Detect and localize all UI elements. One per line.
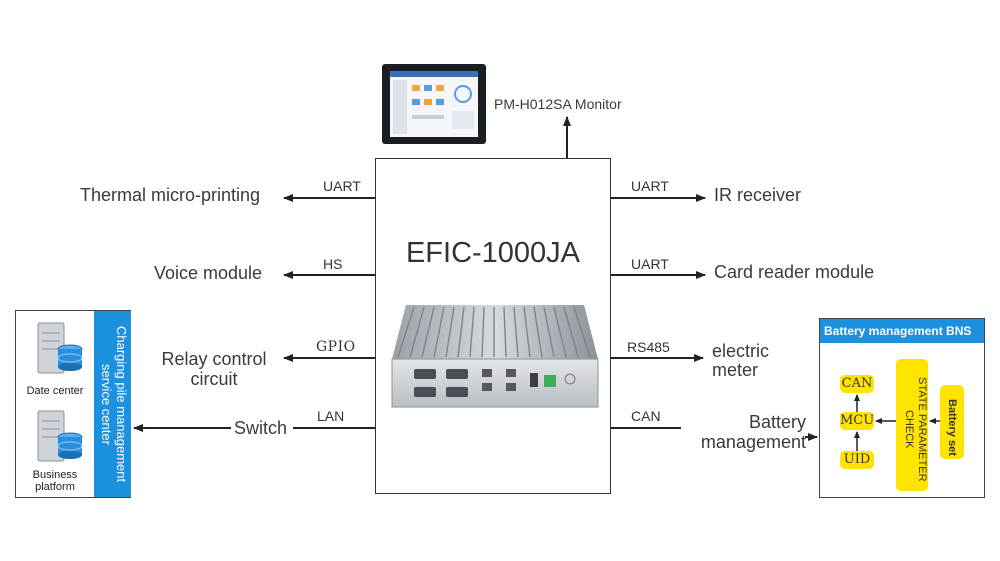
- battery-panel: Battery management BNS CAN MCU UID STATE…: [819, 318, 985, 498]
- right-protocol-4: CAN: [631, 408, 661, 424]
- server-icon-2: [36, 409, 84, 467]
- left-label-3: Relay control circuit: [161, 349, 267, 389]
- battery-panel-title-bar: Battery management BNS: [820, 319, 984, 343]
- service-center-title-bar: Charging pile management service center: [94, 311, 131, 497]
- right-label-4: Battery management: [700, 412, 806, 452]
- left-protocol-3: GPIO: [316, 339, 356, 355]
- server-icon-1: [36, 321, 84, 379]
- central-unit-box: EFIC-1000JA: [375, 158, 611, 494]
- right-label-1: IR receiver: [714, 185, 802, 205]
- right-label-3: electric meter: [712, 341, 770, 380]
- left-label-1: Thermal micro-printing: [80, 185, 261, 205]
- monitor-image: [382, 64, 486, 144]
- service-item-1: Date center: [26, 385, 84, 397]
- central-unit-title: EFIC-1000JA: [405, 237, 581, 269]
- right-protocol-3: RS485: [627, 339, 670, 355]
- left-label-2: Voice module: [154, 263, 263, 283]
- right-protocol-2: UART: [631, 256, 669, 272]
- right-label-2: Card reader module: [714, 262, 875, 282]
- state-parameter-check: STATE PARAMETER CHECK: [896, 359, 928, 491]
- service-center-panel: Date center Business platform Charging p…: [15, 310, 131, 498]
- monitor-label: PM-H012SA Monitor: [494, 96, 622, 112]
- battery-panel-title: Battery management BNS: [824, 324, 972, 338]
- battery-set: Battery set: [940, 385, 964, 459]
- service-center-title: Charging pile management service center: [99, 325, 129, 483]
- left-protocol-1: UART: [323, 178, 361, 194]
- chain-can: CAN: [840, 375, 874, 393]
- left-label-4: Switch: [234, 418, 288, 438]
- battery-panel-arrows: [854, 394, 940, 451]
- right-protocol-1: UART: [631, 178, 669, 194]
- fanless-pc-image: [384, 297, 606, 415]
- service-item-2: Business platform: [32, 469, 78, 493]
- left-protocol-4: LAN: [317, 408, 345, 424]
- left-protocol-2: HS: [323, 256, 343, 272]
- chain-mcu: MCU: [840, 412, 875, 430]
- chain-uid: UID: [840, 451, 874, 469]
